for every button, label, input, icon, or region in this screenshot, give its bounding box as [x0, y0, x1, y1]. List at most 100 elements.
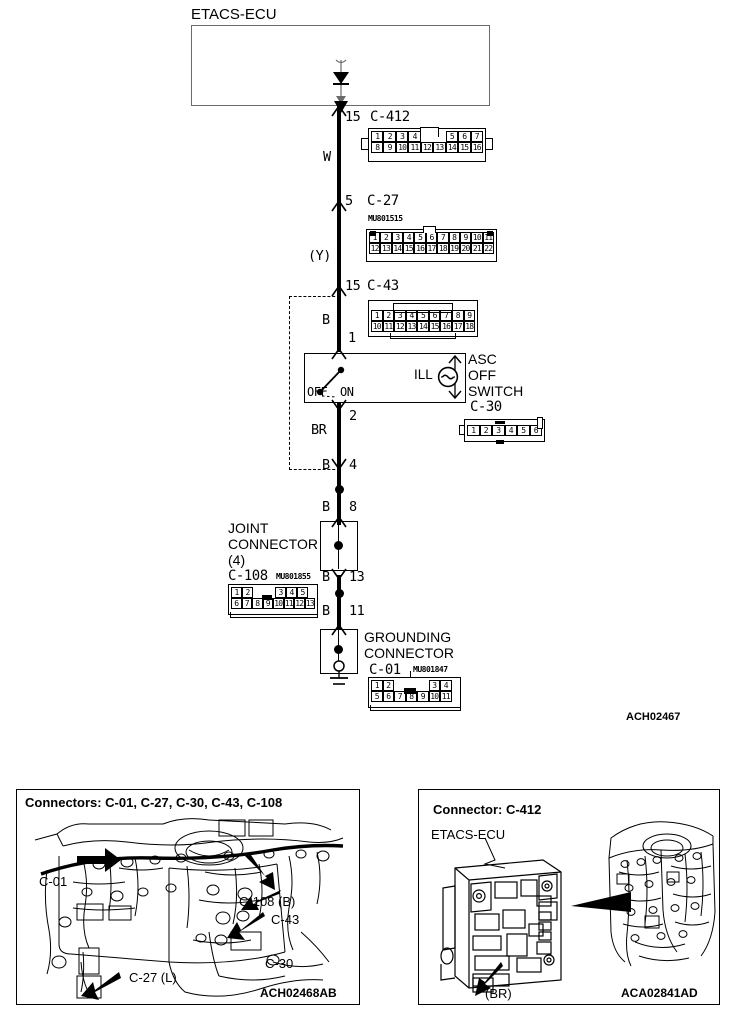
callout-c27: C-27 (L)	[129, 970, 177, 985]
callout-br: (BR)	[485, 986, 512, 1001]
wire-segment-c43	[337, 290, 341, 352]
ecu-exit-arrow	[332, 99, 350, 115]
connector-tab-top-c30	[495, 421, 505, 424]
pin-row-top: 1 2 3 4 5 6 7 8 9 10 11	[369, 232, 494, 243]
pin-row-bottom: 5 6 7 8 9 10 11	[371, 691, 458, 702]
callout-etacs-ecu: ETACS-ECU	[431, 827, 506, 842]
wire-color-b-11: B	[322, 603, 330, 619]
wire-color-b-13: B	[322, 569, 330, 585]
wire-segment-switch-out	[337, 403, 341, 525]
wire-color-y: (Y)	[308, 248, 331, 264]
wire-color-b-8: B	[322, 499, 330, 515]
wire-segment-c27	[337, 206, 341, 290]
pin-arrow-joint-in	[330, 515, 348, 529]
wire-segment-joint-out	[337, 575, 341, 629]
connector-pinout-c27: 1 2 3 4 5 6 7 8 9 10 11 12 13 14 15	[366, 229, 497, 262]
photo-panel-left-figure-code: ACH02468AB	[260, 986, 337, 1000]
junction-dot-lower	[334, 589, 344, 598]
pin-row-top: 1 2 3 4 5 6	[467, 425, 542, 436]
pin-number-8: 8	[349, 499, 357, 515]
connector-ear-right-c30	[537, 417, 543, 429]
connector-ear-left-c412	[361, 138, 369, 150]
pin-number-switch-in: 1	[348, 330, 356, 346]
joint-connector-line1: JOINT	[228, 520, 269, 536]
schematic-region: ETACS-ECU	[191, 6, 681, 723]
connector-pinout-c43: 1 2 3 4 5 6 7 8 9 10 11 12 13 14 15	[368, 300, 478, 337]
connector-tab-c01	[404, 688, 416, 694]
wire-color-b-c43: B	[322, 312, 330, 328]
pin-row-top: 1 2 3 4 5	[231, 587, 315, 598]
pin-arrow-joint-out	[330, 567, 348, 581]
pin-number-13: 13	[349, 569, 365, 585]
switch-connector-name: C-30	[470, 399, 502, 415]
switch-name-line1: ASC	[468, 351, 497, 367]
photo-panel-left: Connectors: C-01, C-27, C-30, C-43, C-10…	[16, 789, 360, 1005]
wire-color-b-4: B	[322, 457, 330, 473]
pin-row-bottom: 10 11 12 13 14 15 16 17 18	[371, 321, 476, 332]
figure-code-schematic: ACH02467	[626, 711, 681, 723]
illumination-bulb-icon	[437, 366, 459, 388]
pin-number-11: 11	[349, 603, 365, 619]
photo-panel-right-figure-code: ACA02841AD	[621, 986, 698, 1000]
pin-arrow-ground-in	[330, 623, 348, 637]
joint-connector-line2: CONNECTOR	[228, 536, 318, 552]
switch-name-line3: SWITCH	[468, 383, 524, 399]
junction-dot-upper	[334, 485, 344, 494]
grounding-connector-line1: GROUNDING	[364, 629, 452, 645]
pin-row-bottom: 12 13 14 15 16 17 18 19 20 21 22	[369, 243, 494, 254]
joint-connector-box	[320, 521, 358, 571]
photo-panel-right: Connector: C-412 ETACS-ECU	[418, 789, 720, 1005]
dashboard-harness-illustration	[23, 812, 359, 1002]
connector-notch-left-c27	[370, 231, 376, 236]
pin-number-switch-out: 2	[349, 408, 357, 424]
connector-name-c43: C-43	[367, 278, 399, 294]
connector-partno-c27: MU801515	[368, 214, 403, 223]
switch-position-off: OFF	[307, 385, 328, 399]
vehicle-dash-location-illustration	[605, 812, 717, 972]
ground-symbol	[326, 660, 352, 694]
pin-number-c27: 5	[345, 193, 353, 209]
grounding-connector-line2: CONNECTOR	[364, 645, 454, 661]
connector-skirt-c43	[390, 333, 456, 339]
wire-color-br: BR	[311, 422, 327, 438]
wire-segment-c412	[337, 106, 341, 206]
pin-arrow-switch-in	[330, 347, 348, 361]
connector-name-c27: C-27	[367, 193, 399, 209]
joint-connector-line3: (4)	[228, 552, 246, 568]
photo-panel-right-title: Connector: C-412	[433, 802, 542, 817]
callout-c43: C-43	[271, 912, 300, 927]
pin-arrow-c43	[330, 284, 348, 298]
connector-tab-bottom-c30	[496, 440, 504, 444]
diode-symbol	[325, 56, 357, 108]
connector-tab-c412	[420, 127, 439, 137]
callout-c108: C-108 (B)	[239, 894, 296, 909]
connector-keyway-c43	[393, 303, 453, 313]
connector-tab-c108	[262, 595, 272, 600]
connector-pinout-c108: 1 2 3 4 5 6 7 8 9 10 11 12 13	[228, 584, 318, 615]
etacs-ecu-illustration	[433, 837, 593, 998]
switch-name-line2: OFF	[468, 367, 496, 383]
connector-name-c412: C-412	[370, 109, 410, 125]
callout-c01: C-01	[39, 874, 68, 889]
joint-connector-name: C-108	[228, 568, 268, 584]
connector-skirt-c01	[370, 705, 461, 711]
joint-connector-partno: MU801855	[276, 572, 311, 581]
pin-number-c412: 15	[345, 109, 361, 125]
grounding-connector-partno: MU801847	[413, 665, 448, 674]
pin-row-top: 1 2 3 4	[371, 680, 458, 691]
wire-color-w: W	[323, 149, 331, 165]
pin-arrow-c412	[330, 104, 348, 118]
grounding-connector-name: C-01	[369, 662, 401, 678]
connector-tab-c27	[423, 226, 436, 233]
switch-position-on: ON	[340, 385, 354, 399]
connector-pinout-c30: 1 2 3 4 5 6	[464, 419, 545, 442]
switch-contact-symbol	[310, 356, 362, 400]
ecu-title: ETACS-ECU	[191, 6, 277, 23]
pin-row-top: 1 2 3 4 5 6 7 8 9	[371, 310, 476, 321]
connector-ear-left-c30	[459, 425, 465, 435]
joint-connector-dot	[334, 541, 343, 550]
pin-row-bottom: 6 7 8 9 10 11 12 13	[231, 598, 315, 609]
pin-number-c43: 15	[345, 278, 361, 294]
pin-number-4: 4	[349, 457, 357, 473]
